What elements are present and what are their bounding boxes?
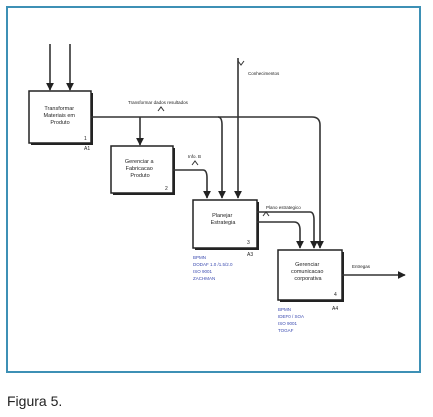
- ref-b3-3: ISO 9001: [193, 269, 213, 274]
- ref-b4-4: TOGAF: [278, 328, 294, 333]
- ref-b4-3: ISO 9001: [278, 321, 298, 326]
- feedback-arrow: [91, 116, 324, 249]
- box-2-number: 2: [165, 186, 168, 192]
- svg-text:Transformar Materiais em: Transformar Materiais em Produto: [43, 106, 76, 126]
- references-box-4: BPMN IDEF0 / SOA ISO 9001 TOGAF: [278, 307, 305, 333]
- box-4-number: 4: [334, 292, 337, 298]
- label-ticks: [157, 60, 270, 217]
- box-2-line-2: Fabricacao: [126, 166, 153, 172]
- box-4-node: A4: [332, 306, 338, 312]
- box-4-line-2: comunicacao: [291, 269, 323, 275]
- label-mid: Info. B: [188, 154, 201, 159]
- tick-mid: [191, 160, 199, 166]
- ref-b4-1: BPMN: [278, 307, 291, 312]
- ref-b3-2: DODAF 1.0 /1.5/2.0: [193, 262, 233, 267]
- activity-box-1: Transformar Materiais em Produto 1 A1: [28, 90, 93, 152]
- tick-top: [157, 106, 165, 112]
- activity-box-2: Gerenciar a Fabricacao Produto 2: [110, 145, 175, 195]
- box-1-number: 1: [84, 136, 87, 142]
- box-1-line-2: Materiais em: [43, 113, 75, 119]
- tick-b3: [262, 211, 270, 217]
- box-3-line-2: Estrategia: [211, 220, 237, 226]
- references-box-3: BPMN DODAF 1.0 /1.5/2.0 ISO 9001 ZACHMAN: [193, 255, 234, 281]
- box-3-number: 3: [247, 240, 250, 246]
- activity-box-3: Planejar Estrategia 3 A3: [192, 199, 259, 258]
- ref-b3-4: ZACHMAN: [193, 276, 215, 281]
- box-1-line-3: Produto: [50, 120, 69, 126]
- box-1-node: A1: [84, 146, 90, 152]
- box-2-to-box-3-arrow: [173, 169, 211, 199]
- box-3-line-1: Planejar: [212, 213, 232, 219]
- box-3-to-box-4-arrow: [257, 221, 304, 249]
- branch-to-box-3: [217, 116, 226, 199]
- label-top-feedback: Transformar dados resultados: [128, 100, 189, 105]
- box-4-line-3: corporativa: [294, 276, 322, 282]
- svg-text:Planejar Estrategia: Planejar Estrategia: [211, 213, 237, 226]
- box-2-line-1: Gerenciar a: [125, 159, 155, 165]
- label-control-top: Conhecimentos: [248, 71, 280, 76]
- box-3-branch-arrow: [257, 211, 318, 249]
- ref-b3-1: BPMN: [193, 255, 206, 260]
- label-b3-output: Plano estrategico: [266, 205, 301, 210]
- diagram-frame: [6, 6, 421, 373]
- label-output: Entregas: [352, 264, 371, 269]
- activity-box-4: Gerenciar comunicacao corporativa 4 A4: [277, 249, 344, 312]
- tick-control: [237, 60, 245, 66]
- ref-b4-2: IDEF0 / SOA: [278, 314, 304, 319]
- box-3-node: A3: [247, 252, 253, 258]
- box-1-line-1: Transformar: [44, 106, 74, 112]
- svg-text:Gerenciar a Fabricacao: Gerenciar a Fabricacao Produto: [125, 159, 155, 179]
- box-2-line-3: Produto: [130, 173, 149, 179]
- svg-text:Gerenciar comunicacao: Gerenciar comunicacao corporativa: [291, 262, 325, 282]
- connectors: [46, 44, 406, 279]
- figure-caption: Figura 5.: [7, 393, 63, 409]
- box-4-line-1: Gerenciar: [295, 262, 319, 268]
